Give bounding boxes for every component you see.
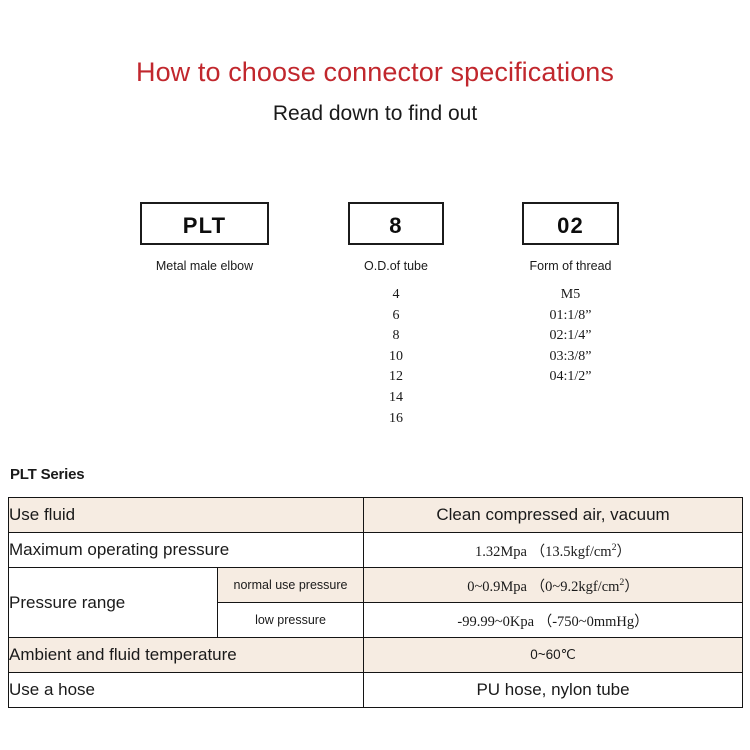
code-caption-tube-od: O.D.of tube [364,259,428,273]
value-tail: ） [616,543,632,560]
spec-label-ambient-temperature: Ambient and fluid temperature [7,637,365,673]
code-option: 4 [392,287,400,302]
spec-sublabel-low-pressure: low pressure [216,602,365,638]
page-subtitle: Read down to find out [272,102,478,125]
table-row: Pressure range normal use pressure 0~0.9… [8,567,744,638]
code-breakdown: PLT Metal male elbow 8 O.D.of tube 4 6 8… [0,202,750,452]
spec-series-heading: PLT Series [10,466,85,483]
code-options-thread-form: M5 01:1/8” 02:1/4” 03:3/8” 04:1/2” [522,285,619,388]
code-column-series: PLT Metal male elbow [140,202,269,285]
code-caption-series: Metal male elbow [155,259,254,273]
spec-label-max-pressure: Maximum operating pressure [7,532,365,568]
spec-value-max-pressure: 1.32Mpa （13.5kgf/cm2） [363,532,744,568]
spec-value-normal-use-pressure: 0~0.9Mpa （0~9.2kgf/cm2） [363,567,744,603]
value-paren: （0~9.2kgf/cm [530,578,620,595]
code-option: 12 [389,369,403,385]
table-row: Ambient and fluid temperature 0~60℃ [7,637,744,673]
table-row: Maximum operating pressure 1.32Mpa （13.5… [7,532,744,568]
code-caption-thread-form: Form of thread [529,259,612,273]
code-option: 16 [389,410,403,426]
code-option: 8 [392,328,400,344]
page-title: How to choose connector specifications [135,57,615,87]
code-option: 02:1/4” [549,328,592,344]
spec-table: Use fluid Clean compressed air, vacuum M… [7,497,744,708]
spec-sublabel-normal-use-pressure: normal use pressure [216,567,365,603]
spec-value-low-pressure: -99.99~0Kpa （-750~0mmHg） [363,602,744,638]
value-paren: （-750~0mmHg） [537,613,649,630]
value-paren: （13.5kgf/cm [530,543,612,560]
value-main: 0~0.9Mpa [467,578,527,595]
code-box-tube-od: 8 [348,202,444,245]
spec-value-use-a-hose: PU hose, nylon tube [363,672,744,708]
code-option: 6 [392,307,400,323]
code-options-tube-od: 4 6 8 10 12 14 16 [348,285,444,429]
spec-label-pressure-range: Pressure range [8,567,218,638]
code-box-thread-form: 02 [522,202,619,245]
code-option: 14 [389,389,403,405]
value-superscript: 2 [619,576,625,588]
code-box-series: PLT [140,202,269,245]
value-superscript: 2 [611,541,617,553]
table-row: Use fluid Clean compressed air, vacuum [7,497,744,533]
code-column-tube-od: 8 O.D.of tube 4 6 8 10 12 14 16 [348,202,444,429]
spec-label-use-a-hose: Use a hose [7,672,365,708]
code-option: 04:1/2” [549,369,592,385]
code-option: M5 [560,287,581,302]
value-main: 1.32Mpa [475,543,527,560]
code-option: 01:1/8” [549,307,592,323]
spec-value-use-fluid: Clean compressed air, vacuum [363,497,744,533]
code-option: 03:3/8” [549,348,592,364]
spec-value-ambient-temperature: 0~60℃ [363,637,744,673]
table-row: Use a hose PU hose, nylon tube [7,672,744,708]
value-tail: ） [624,578,639,595]
code-column-thread-form: 02 Form of thread M5 01:1/8” 02:1/4” 03:… [522,202,619,388]
code-option: 10 [389,348,403,364]
spec-label-use-fluid: Use fluid [7,497,365,533]
value-main: -99.99~0Kpa [457,613,535,630]
